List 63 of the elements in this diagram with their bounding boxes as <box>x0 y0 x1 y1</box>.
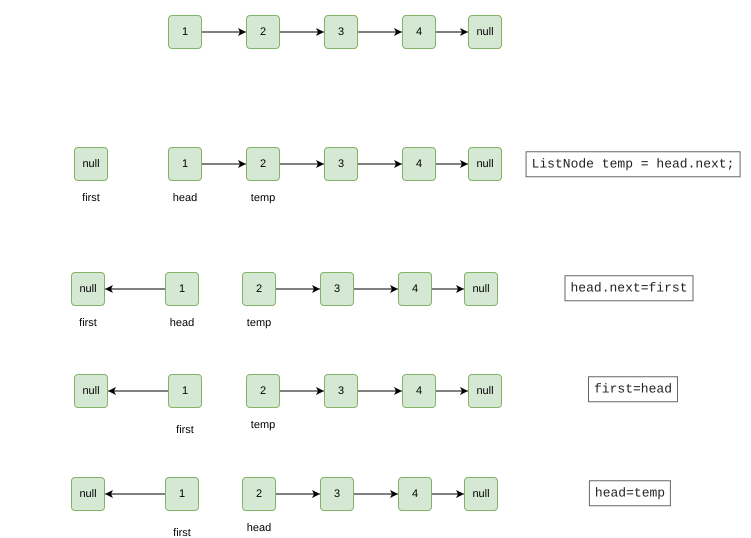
list-node-box: 3 <box>320 272 354 306</box>
variable-label: temp <box>250 418 276 433</box>
list-node-box: 1 <box>165 272 199 306</box>
arrow <box>280 160 324 168</box>
variable-label: head <box>246 520 272 536</box>
list-node-box: null <box>468 374 502 408</box>
list-node-box: null <box>464 272 498 306</box>
variable-label: head <box>170 316 194 331</box>
list-node-box: null <box>468 15 502 49</box>
arrow <box>432 285 464 293</box>
list-node-box: 1 <box>168 147 202 181</box>
list-node-box: null <box>71 477 105 511</box>
list-node-box: 2 <box>246 147 280 181</box>
arrow <box>104 490 166 498</box>
code-box: first=head <box>588 376 678 402</box>
arrow <box>358 387 402 395</box>
list-node-box: 3 <box>324 374 358 408</box>
arrow <box>276 490 320 498</box>
variable-label: temp <box>246 316 272 331</box>
list-node-box: 3 <box>324 15 358 49</box>
list-node-box: null <box>71 272 105 306</box>
arrow <box>104 285 166 293</box>
list-node-box: 4 <box>402 374 436 408</box>
list-node-box: 4 <box>402 147 436 181</box>
arrow <box>354 490 398 498</box>
arrow <box>280 28 324 36</box>
list-node-box: null <box>468 147 502 181</box>
list-node-box: 4 <box>398 272 432 306</box>
variable-label: first <box>82 190 100 206</box>
arrow <box>436 28 468 36</box>
list-node-box: 2 <box>246 15 280 49</box>
list-node-box: 4 <box>402 15 436 49</box>
list-node-box: 1 <box>168 374 202 408</box>
arrow <box>354 285 398 293</box>
arrow <box>358 160 402 168</box>
list-node-box: 4 <box>398 477 432 511</box>
variable-label: temp <box>250 190 276 206</box>
arrow <box>276 285 320 293</box>
code-box: ListNode temp = head.next; <box>526 151 740 177</box>
list-node-box: null <box>464 477 498 511</box>
arrow <box>432 490 464 498</box>
list-node-box: 1 <box>168 15 202 49</box>
variable-label: first <box>79 316 97 331</box>
arrow <box>436 387 468 395</box>
list-node-box: 2 <box>242 477 276 511</box>
arrow <box>202 160 246 168</box>
list-node-box: null <box>74 147 108 181</box>
list-node-box: 1 <box>165 477 199 511</box>
code-box: head=temp <box>588 480 672 506</box>
variable-label: head <box>172 190 198 206</box>
arrow <box>358 28 402 36</box>
variable-label: first <box>173 526 191 538</box>
arrow <box>280 387 324 395</box>
list-node-box: 3 <box>324 147 358 181</box>
list-node-box: 2 <box>242 272 276 306</box>
code-box: head.next=first <box>564 275 694 301</box>
arrow <box>108 387 168 395</box>
list-node-box: 3 <box>320 477 354 511</box>
list-node-box: null <box>74 374 108 408</box>
arrow <box>436 160 468 168</box>
list-node-box: 2 <box>246 374 280 408</box>
variable-label: first <box>176 422 194 438</box>
arrow <box>202 28 246 36</box>
